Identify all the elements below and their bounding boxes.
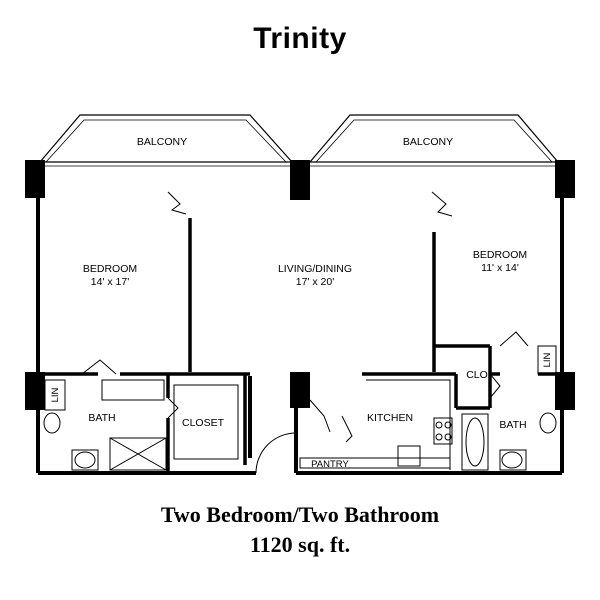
lin-right-label: LIN bbox=[542, 352, 553, 367]
balcony-left-label: BALCONY bbox=[137, 136, 187, 148]
pantry-label: PANTRY bbox=[311, 459, 349, 470]
balcony-right-label: BALCONY bbox=[403, 136, 453, 148]
bedroom-right-size: 11' x 14' bbox=[481, 262, 519, 274]
kitchen-label: KITCHEN bbox=[367, 412, 413, 424]
bedroom-left-size: 14' x 17' bbox=[91, 276, 129, 288]
interior-walls bbox=[45, 218, 555, 473]
unit-type: Two Bedroom/Two Bathroom bbox=[160, 502, 440, 527]
balcony-left-outline bbox=[39, 114, 293, 163]
clo-label: CLO bbox=[466, 369, 488, 381]
bedroom-left-name: BEDROOM bbox=[83, 263, 137, 275]
bath-right-fixtures bbox=[461, 345, 557, 471]
bath-left-label: BATH bbox=[88, 412, 115, 424]
closet-fixtures bbox=[173, 384, 239, 460]
lin-left-label: LIN bbox=[50, 387, 61, 402]
door-swings bbox=[81, 191, 529, 474]
bedroom-right-name: BEDROOM bbox=[473, 249, 527, 261]
closet-label: CLOSET bbox=[182, 417, 225, 429]
living-dining-size: 17' x 20' bbox=[296, 276, 334, 288]
balcony-right-outline bbox=[309, 114, 559, 163]
exterior-walls bbox=[36, 198, 564, 475]
living-dining-name: LIVING/DINING bbox=[278, 263, 352, 275]
kitchen-fixtures bbox=[299, 379, 453, 470]
structural-columns bbox=[25, 160, 575, 410]
bath-right-label: BATH bbox=[499, 419, 526, 431]
bath-left-fixtures bbox=[43, 379, 167, 471]
unit-area: 1120 sq. ft. bbox=[249, 532, 351, 557]
plan-title: Trinity bbox=[253, 22, 347, 55]
